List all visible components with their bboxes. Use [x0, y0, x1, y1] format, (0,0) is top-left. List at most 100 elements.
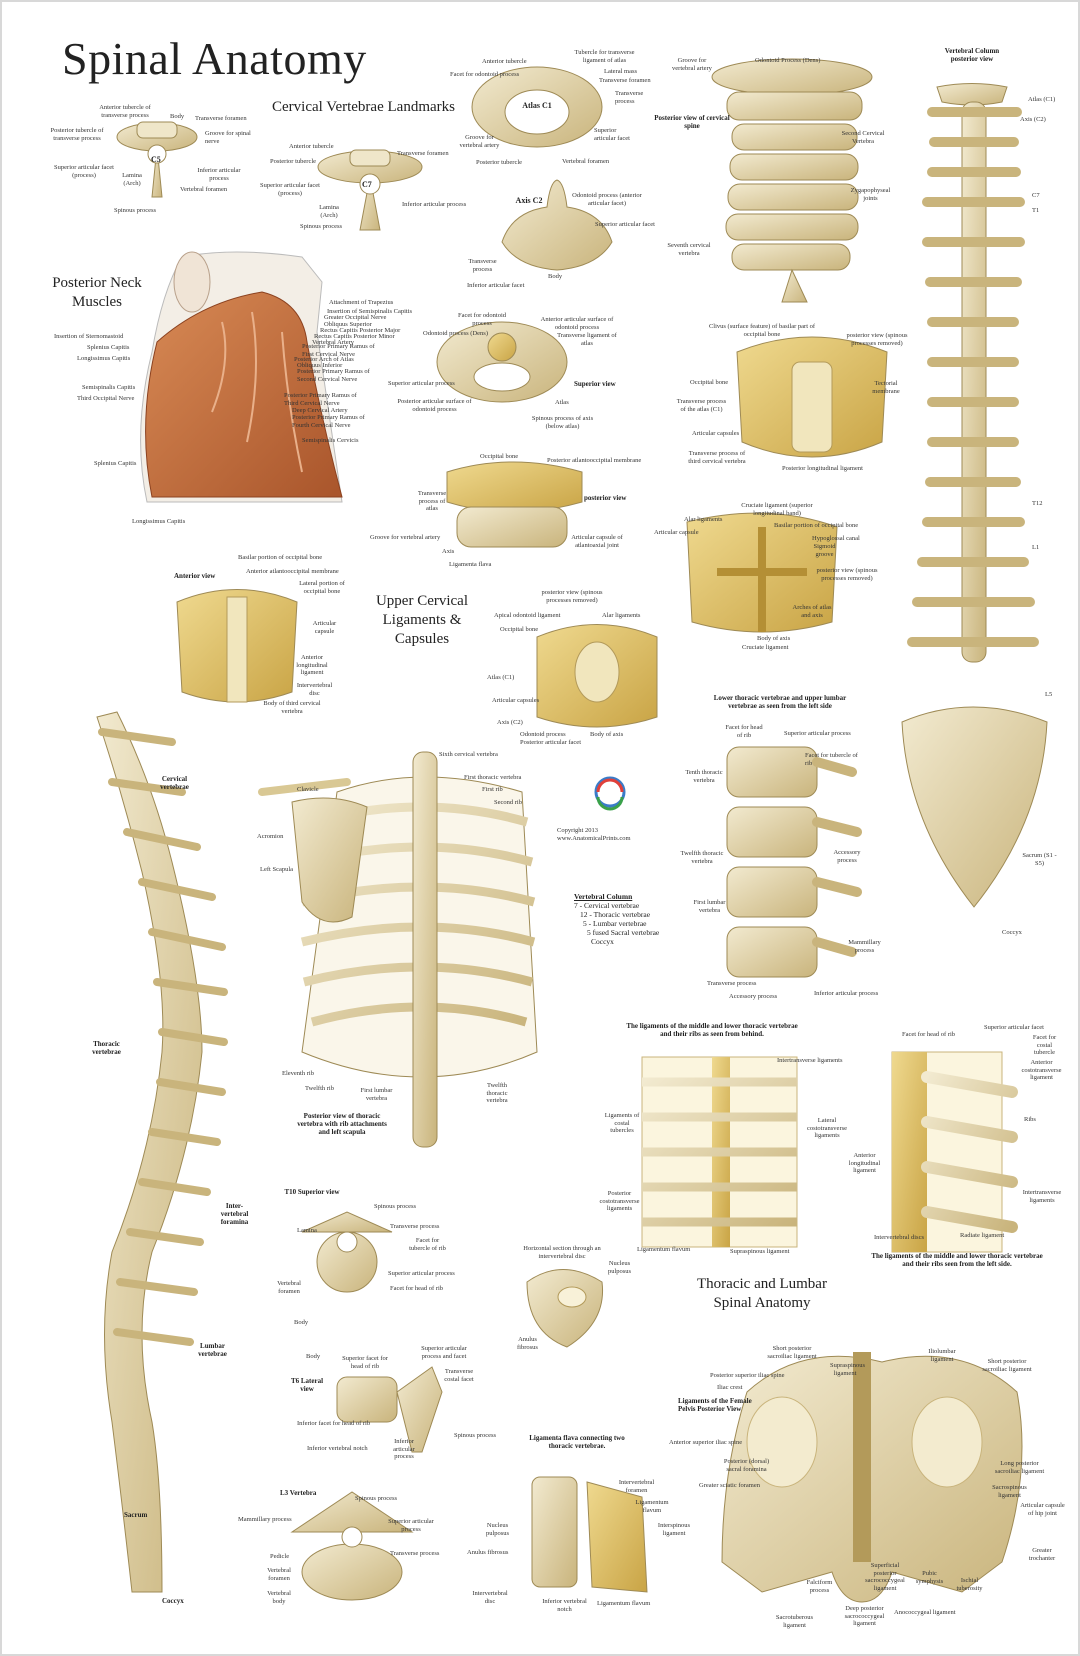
label: First thoracic vertebra	[464, 774, 522, 781]
legend-line: 5 fused Sacral vertebrae	[587, 928, 660, 937]
view-title: C5	[151, 155, 161, 164]
label: Transverse process	[707, 980, 757, 987]
view-title: Posterior view of thoracic vertebra with…	[297, 1112, 387, 1136]
atlas-illustration	[471, 66, 603, 148]
label: Basilar portion of occipital bone	[774, 522, 859, 529]
label: Transverse process of the atlas (C1)	[676, 398, 727, 413]
label: Ligamentum flavum	[637, 1246, 691, 1253]
view-title: posterior view (spinous processes remove…	[846, 332, 908, 347]
label: Posterior tubercle	[476, 159, 523, 166]
label: Short posterior sacroiliac ligament	[982, 1358, 1032, 1373]
label: Interspinous ligament	[657, 1522, 691, 1537]
view-title: Atlas C1	[522, 101, 552, 110]
view-title: Anterior view	[174, 572, 216, 580]
view-title: The ligaments of the middle and lower th…	[626, 1022, 798, 1038]
label: Anterior atlantooccipital membrane	[246, 568, 339, 575]
label: Inferior articular facet	[467, 282, 525, 289]
label: Alar ligaments	[602, 612, 641, 619]
label: Vertebral foramen	[267, 1567, 291, 1582]
label: Facet for head of rib	[902, 1031, 956, 1038]
anterior-view-illustration	[176, 589, 298, 703]
label: Clavicle	[297, 786, 319, 793]
heading-thoracic-lumbar: Thoracic and Lumbar Spinal Anatomy	[697, 1276, 827, 1311]
label: Transverse process	[615, 90, 644, 105]
label: First rib	[482, 786, 503, 793]
label: Body	[548, 273, 563, 280]
label: Alar ligaments	[684, 516, 723, 523]
label: Occipital bone	[690, 379, 729, 386]
label: Greater sciatic foramen	[699, 1482, 760, 1489]
label: Posterior superior iliac spine	[710, 1372, 785, 1379]
label: Odontoid process (Dens)	[423, 330, 488, 337]
view-title: Posterior view of cervical spine	[654, 114, 730, 130]
label: Lamina	[297, 1227, 317, 1234]
legend-line: 12 - Thoracic vertebrae	[580, 910, 651, 919]
vertebral-column-posterior-illustration	[901, 83, 1048, 908]
label: Inferior articular process	[814, 990, 879, 997]
label: Superior articular process	[388, 1518, 434, 1533]
posterior-neck-muscles-illustration	[140, 251, 343, 503]
view-title: Horizontal section through an interverte…	[523, 1245, 601, 1260]
label: Transverse foramen	[397, 150, 449, 157]
legend-title: Vertebral Column	[574, 892, 633, 901]
label: Groove for spinal nerve	[205, 130, 251, 145]
heading-upper-cervical: Upper Cervical Ligaments & Capsules	[375, 593, 469, 647]
label: Groove for vertebral artery	[459, 134, 500, 149]
label: Zygapophyseal joints	[850, 187, 891, 202]
label: Cruciate ligament (superior longitudinal…	[741, 502, 813, 517]
label: Lumbar vertebrae	[198, 1342, 227, 1358]
label: Facet for costal tubercle	[1032, 1034, 1057, 1056]
label: Inferior articular process	[402, 201, 467, 208]
label: Anterior costotransverse ligament	[1021, 1059, 1062, 1081]
label: Cervical vertebrae	[160, 775, 189, 791]
label: Facet for odontoid process	[457, 312, 507, 327]
label: Superior articular facet (process)	[54, 164, 114, 179]
label: Atlas (C1)	[1028, 96, 1056, 103]
label: Posterior Primary Ramus of Fourth Cervic…	[292, 414, 365, 429]
ligaments-left-illustration	[891, 1051, 1018, 1253]
label: Anterior longitudinal ligament	[296, 654, 328, 676]
label: Hypoglossal canal	[812, 535, 860, 542]
label: Axis	[442, 548, 455, 555]
legend-line: Coccyx	[591, 937, 614, 946]
label: Body of axis	[757, 635, 791, 642]
label: Thoracic vertebrae	[92, 1040, 121, 1056]
label: Intervertebral foramen	[618, 1479, 655, 1494]
label: Sacrospinous ligament	[992, 1484, 1027, 1499]
label: Rectus Capitis Posterior Major	[320, 327, 401, 334]
female-pelvis-illustration	[721, 1352, 1023, 1603]
label: Ligamentum flavum	[597, 1600, 651, 1607]
label: Anterior superior iliac spine	[669, 1439, 743, 1446]
label: Ligamentum flavum	[635, 1499, 669, 1514]
ligaments-behind-illustration	[641, 1056, 798, 1248]
view-title: Ligamenta flava connecting two thoracic …	[529, 1434, 625, 1450]
label: Intertransverse ligaments	[1022, 1189, 1062, 1204]
label: Anterior longitudinal ligament	[848, 1152, 881, 1174]
label: Transverse foramen	[599, 77, 651, 84]
legend-line: 5 - Lumbar vertebrae	[583, 919, 647, 928]
label: Posterior tubercle of transverse process	[50, 127, 104, 142]
label: Posterior (dorsal) sacral foramina	[723, 1458, 770, 1473]
label: Intertransverse ligaments	[777, 1057, 843, 1064]
label: Tectorial membrane	[872, 380, 900, 395]
label: L1	[1032, 544, 1040, 551]
label: Longissimus Capitis	[132, 518, 186, 525]
label: Inferior vertebral notch	[542, 1598, 587, 1613]
label: Splenius Capitis	[94, 460, 137, 467]
label: Third Occipital Nerve	[77, 395, 135, 402]
label: Sacrum (S1 - S5)	[1022, 852, 1057, 867]
label: Ligamenta flava	[449, 561, 492, 568]
label: Lateral costotransverse ligaments	[806, 1117, 848, 1139]
label: Vertebral foramen	[277, 1280, 301, 1295]
label: First lumbar vertebra	[693, 899, 726, 914]
label: Transverse process of third cervical ver…	[688, 450, 746, 465]
view-title: posterior view (spinous processes remove…	[816, 567, 878, 582]
view-title: Axis C2	[515, 196, 543, 205]
label: Lateral mass	[604, 68, 638, 75]
view-title: T10 Superior view	[284, 1188, 340, 1196]
view-title: Superior view	[574, 380, 616, 388]
label: Vertebral foramen	[562, 158, 610, 165]
label: Transverse process	[390, 1223, 440, 1230]
label: Body of third cervical vertebra	[263, 700, 321, 715]
